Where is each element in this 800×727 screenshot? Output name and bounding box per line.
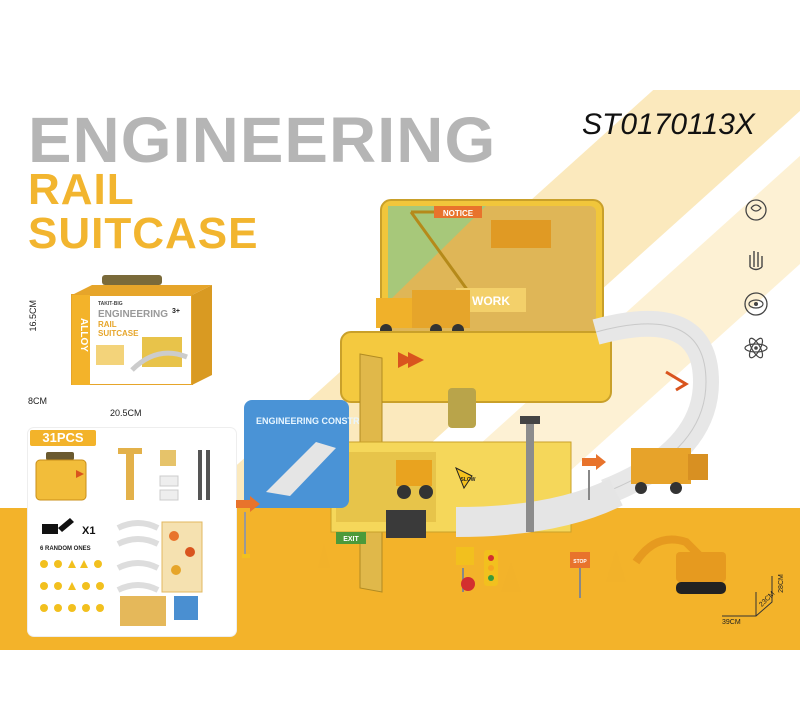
stop-sign: STOP: [573, 559, 587, 565]
title-line-2: RAIL: [28, 165, 135, 214]
width-dimension: 39CM: [722, 619, 741, 626]
backdrop-text: ENGINEERING CONSTR: [256, 416, 360, 426]
package-depth-label: 8CM: [28, 396, 48, 406]
height-dimension: 28CM: [777, 574, 785, 593]
exit-sign: EXIT: [343, 536, 359, 543]
box-title-3: SUITCASE: [98, 329, 139, 338]
contents-illustration: [35, 448, 210, 626]
box-title-2: RAIL: [98, 320, 117, 329]
ages-value: 3+: [738, 470, 773, 503]
box-brand: TAKIT-BIG: [98, 301, 123, 307]
brain-icon: [745, 199, 767, 221]
piece-count-badge: 31PCS: [30, 430, 96, 446]
notice-sign: NOTICE: [443, 209, 474, 218]
box-age: 3+: [172, 308, 180, 315]
ages-label: AGES: [740, 461, 767, 470]
work-sign: WORK: [472, 294, 510, 308]
vehicle-count: X1: [82, 525, 96, 537]
title-line-1: ENGINEERING: [28, 104, 497, 176]
package-width-label: 20.5CM: [110, 408, 142, 418]
random-note: 6 RANDOM ONES: [40, 546, 91, 552]
package-box-image: ALLOY TAKIT-BIG ENGINEERING RAIL SUITCAS…: [71, 275, 212, 385]
package-height-label: 16.5CM: [28, 300, 38, 332]
title-line-3: SUITCASE: [28, 209, 259, 258]
atom-icon: [744, 337, 768, 359]
sku-code: ST0170113X: [582, 108, 755, 141]
hand-icon: [749, 251, 763, 271]
eye-icon: [744, 292, 768, 316]
dimension-box-icon: [722, 576, 773, 617]
box-title-1: ENGINEERING: [98, 309, 168, 320]
box-side-text: ALLOY: [78, 318, 89, 352]
slow-sign: SLOW: [461, 477, 476, 483]
playset-image: NOTICE WORK EXIT ENGINEERING CONSTR SLOW…: [236, 199, 726, 598]
